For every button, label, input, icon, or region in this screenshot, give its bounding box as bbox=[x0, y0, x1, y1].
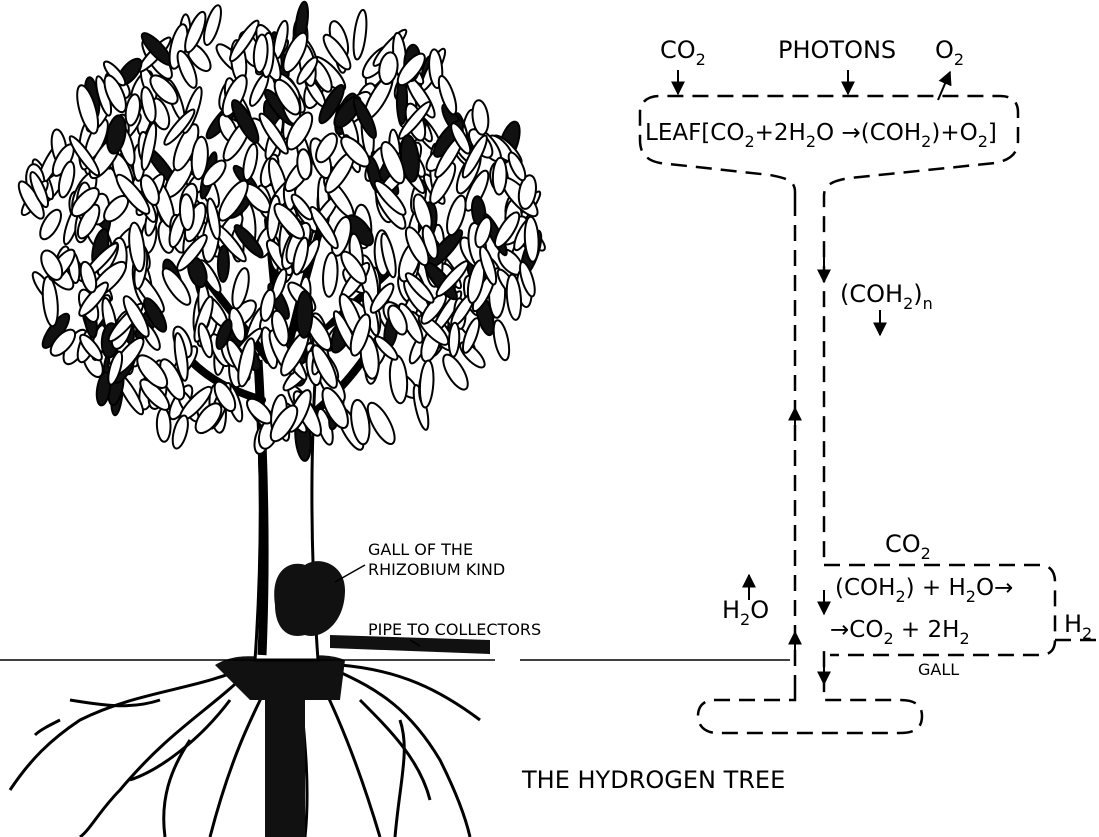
leaf-shape bbox=[351, 9, 368, 60]
h2-output-label: H2 bbox=[1064, 610, 1092, 643]
pipe-label: PIPE TO COLLECTORS bbox=[368, 620, 541, 639]
water-label: H2O bbox=[722, 596, 769, 629]
carbohydrate-transport-label: (COH2)n bbox=[840, 280, 933, 313]
leaf-shape bbox=[241, 143, 260, 182]
o2-output-label: O2 bbox=[935, 36, 964, 69]
leaf-shape bbox=[418, 360, 434, 408]
gall-reaction-line-1: (COH2) + H2O→ bbox=[835, 575, 1013, 606]
gall-shape bbox=[274, 561, 345, 636]
co2-input-label: CO2 bbox=[660, 36, 706, 69]
gall-label-line-2: RHIZOBIUM KIND bbox=[368, 560, 505, 579]
diagram-caption: THE HYDROGEN TREE bbox=[521, 766, 785, 794]
leaf-shape bbox=[435, 74, 459, 116]
leaf-shape bbox=[296, 291, 312, 338]
gall-reaction-line-2: →CO2 + 2H2 bbox=[830, 617, 970, 648]
leaf-shape bbox=[492, 158, 507, 195]
leaf-shape bbox=[322, 252, 339, 297]
gall-co2-label: CO2 bbox=[885, 530, 931, 563]
leaf-shape bbox=[443, 194, 469, 238]
leaf-shape bbox=[156, 408, 171, 442]
leaf-shape bbox=[388, 355, 409, 404]
leaf-reaction-equation: LEAF[CO2+2H2O →(COH2)+O2] bbox=[645, 120, 997, 151]
root-center bbox=[265, 700, 305, 837]
root-box-outline bbox=[698, 650, 922, 733]
root-crown bbox=[215, 655, 345, 700]
gall-box-label: GALL bbox=[918, 660, 959, 679]
leaf-shape bbox=[218, 246, 230, 282]
tree-illustration bbox=[10, 1, 548, 837]
photons-label: PHOTONS bbox=[778, 36, 896, 64]
gall-label-line-1: GALL OF THE bbox=[368, 540, 473, 559]
leaf-box-outline bbox=[640, 96, 1018, 560]
